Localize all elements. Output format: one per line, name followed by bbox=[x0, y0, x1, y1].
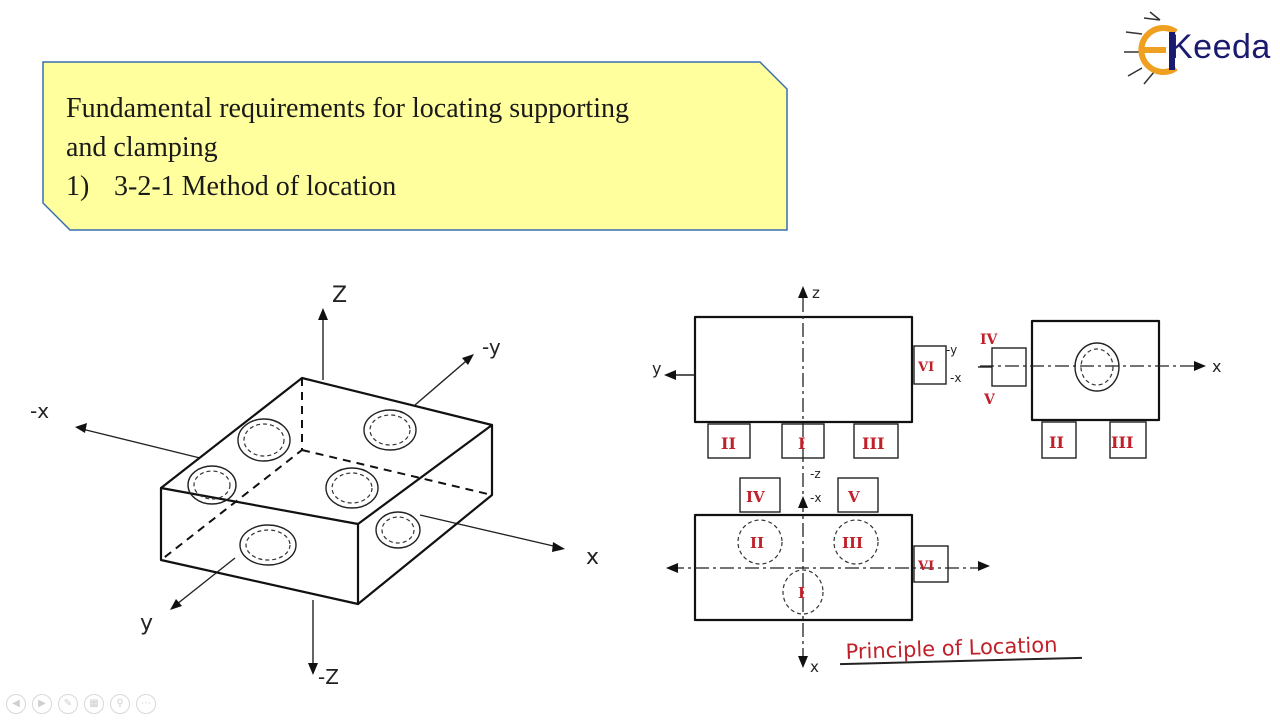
side-x-arrow bbox=[1194, 361, 1206, 371]
top-locator-IV: IV bbox=[739, 477, 781, 513]
block-hidden-edge-2 bbox=[301, 449, 493, 496]
side-locator-IV-V: IV V bbox=[978, 332, 1027, 408]
front-support-III: III bbox=[853, 423, 899, 459]
svg-text:I: I bbox=[798, 434, 805, 453]
side-circle-hidden bbox=[1080, 348, 1114, 386]
principle-of-location-views: z y -y -x II I III VI x IV bbox=[652, 284, 1221, 676]
top-left-arrow bbox=[666, 563, 678, 573]
neg-y-axis bbox=[414, 355, 473, 406]
top-neg-x-arrow bbox=[798, 496, 808, 508]
y-arrow bbox=[170, 599, 182, 610]
ekeeda-bug-logo-icon bbox=[1124, 11, 1178, 85]
y-axis bbox=[171, 557, 236, 609]
svg-text:II: II bbox=[750, 534, 764, 552]
logo-text: Keeda bbox=[1170, 28, 1271, 66]
svg-text:III: III bbox=[1111, 433, 1133, 452]
front-support-I: I bbox=[781, 423, 825, 459]
neg-x-axis bbox=[77, 427, 201, 459]
label-y: y bbox=[140, 611, 153, 636]
more-icon[interactable]: ⋯ bbox=[136, 694, 156, 714]
top-circle-I: I bbox=[782, 569, 824, 615]
top-label-neg-x: -x bbox=[810, 491, 821, 505]
neg-z-arrow bbox=[308, 663, 318, 675]
top-label-x: x bbox=[810, 658, 819, 676]
zoom-icon[interactable]: ⚲ bbox=[110, 694, 130, 714]
svg-text:VI: VI bbox=[917, 559, 934, 574]
slides-icon[interactable]: ▦ bbox=[84, 694, 104, 714]
top-x-arrow bbox=[798, 656, 808, 668]
top-locator-VI: VI bbox=[913, 545, 949, 583]
side-view-block bbox=[1030, 319, 1161, 422]
svg-text:VI: VI bbox=[917, 360, 934, 375]
front-y-arrow bbox=[664, 370, 676, 380]
block-top-face bbox=[159, 376, 494, 526]
pen-icon[interactable]: ✎ bbox=[58, 694, 78, 714]
list-number: 1) bbox=[66, 171, 90, 202]
side-support-II: II bbox=[1041, 421, 1077, 459]
title-line-2: and clamping bbox=[66, 132, 218, 163]
side-label-x: x bbox=[1212, 357, 1221, 376]
isometric-block-diagram: Z -Z -y y x -x bbox=[30, 283, 599, 689]
svg-text:I: I bbox=[798, 584, 805, 602]
front-support-II: II bbox=[707, 423, 751, 459]
top-locator-V: V bbox=[837, 477, 879, 513]
label-z: Z bbox=[332, 283, 347, 308]
prev-icon[interactable]: ◀ bbox=[6, 694, 26, 714]
svg-text:II: II bbox=[1049, 433, 1064, 452]
front-label-neg-y: -y bbox=[946, 343, 957, 357]
z-arrow bbox=[318, 308, 328, 320]
side-circle bbox=[1074, 342, 1120, 392]
svg-text:V: V bbox=[847, 488, 860, 506]
top-circle-II: II bbox=[737, 519, 783, 565]
title-text: Fundamental requirements for locating su… bbox=[66, 89, 766, 206]
front-label-z: z bbox=[812, 284, 820, 302]
x-axis bbox=[419, 514, 563, 549]
front-label-neg-x: -x bbox=[950, 371, 961, 385]
svg-text:IV: IV bbox=[746, 488, 765, 506]
title-line-1: Fundamental requirements for locating su… bbox=[66, 93, 629, 124]
title-banner: Fundamental requirements for locating su… bbox=[42, 61, 788, 231]
svg-text:IV: IV bbox=[980, 332, 999, 348]
presentation-toolbar: ◀ ▶ ✎ ▦ ⚲ ⋯ bbox=[6, 694, 156, 714]
top-circle-III: III bbox=[833, 519, 879, 565]
label-neg-z: -Z bbox=[318, 665, 339, 689]
svg-text:V: V bbox=[983, 392, 996, 408]
side-support-III: III bbox=[1109, 421, 1147, 459]
locating-circles bbox=[187, 409, 421, 566]
label-neg-x: -x bbox=[30, 399, 49, 423]
next-icon[interactable]: ▶ bbox=[32, 694, 52, 714]
banner-shape bbox=[42, 61, 788, 231]
svg-text:III: III bbox=[842, 534, 863, 552]
svg-text:II: II bbox=[721, 434, 736, 453]
list-text: 3-2-1 Method of location bbox=[114, 171, 397, 202]
x-arrow bbox=[552, 542, 565, 552]
front-label-y: y bbox=[652, 359, 661, 378]
label-neg-y: -y bbox=[482, 335, 501, 359]
front-z-arrow bbox=[798, 286, 808, 298]
front-locator-VI: VI bbox=[913, 345, 947, 385]
top-right-arrow bbox=[978, 561, 990, 571]
svg-text:III: III bbox=[862, 434, 884, 453]
label-x: x bbox=[586, 545, 599, 570]
top-label-neg-z: -z bbox=[810, 467, 821, 481]
list-item-1: 1) 3-2-1 Method of location bbox=[66, 167, 766, 206]
neg-x-arrow bbox=[75, 423, 87, 433]
neg-y-arrow bbox=[462, 354, 474, 365]
